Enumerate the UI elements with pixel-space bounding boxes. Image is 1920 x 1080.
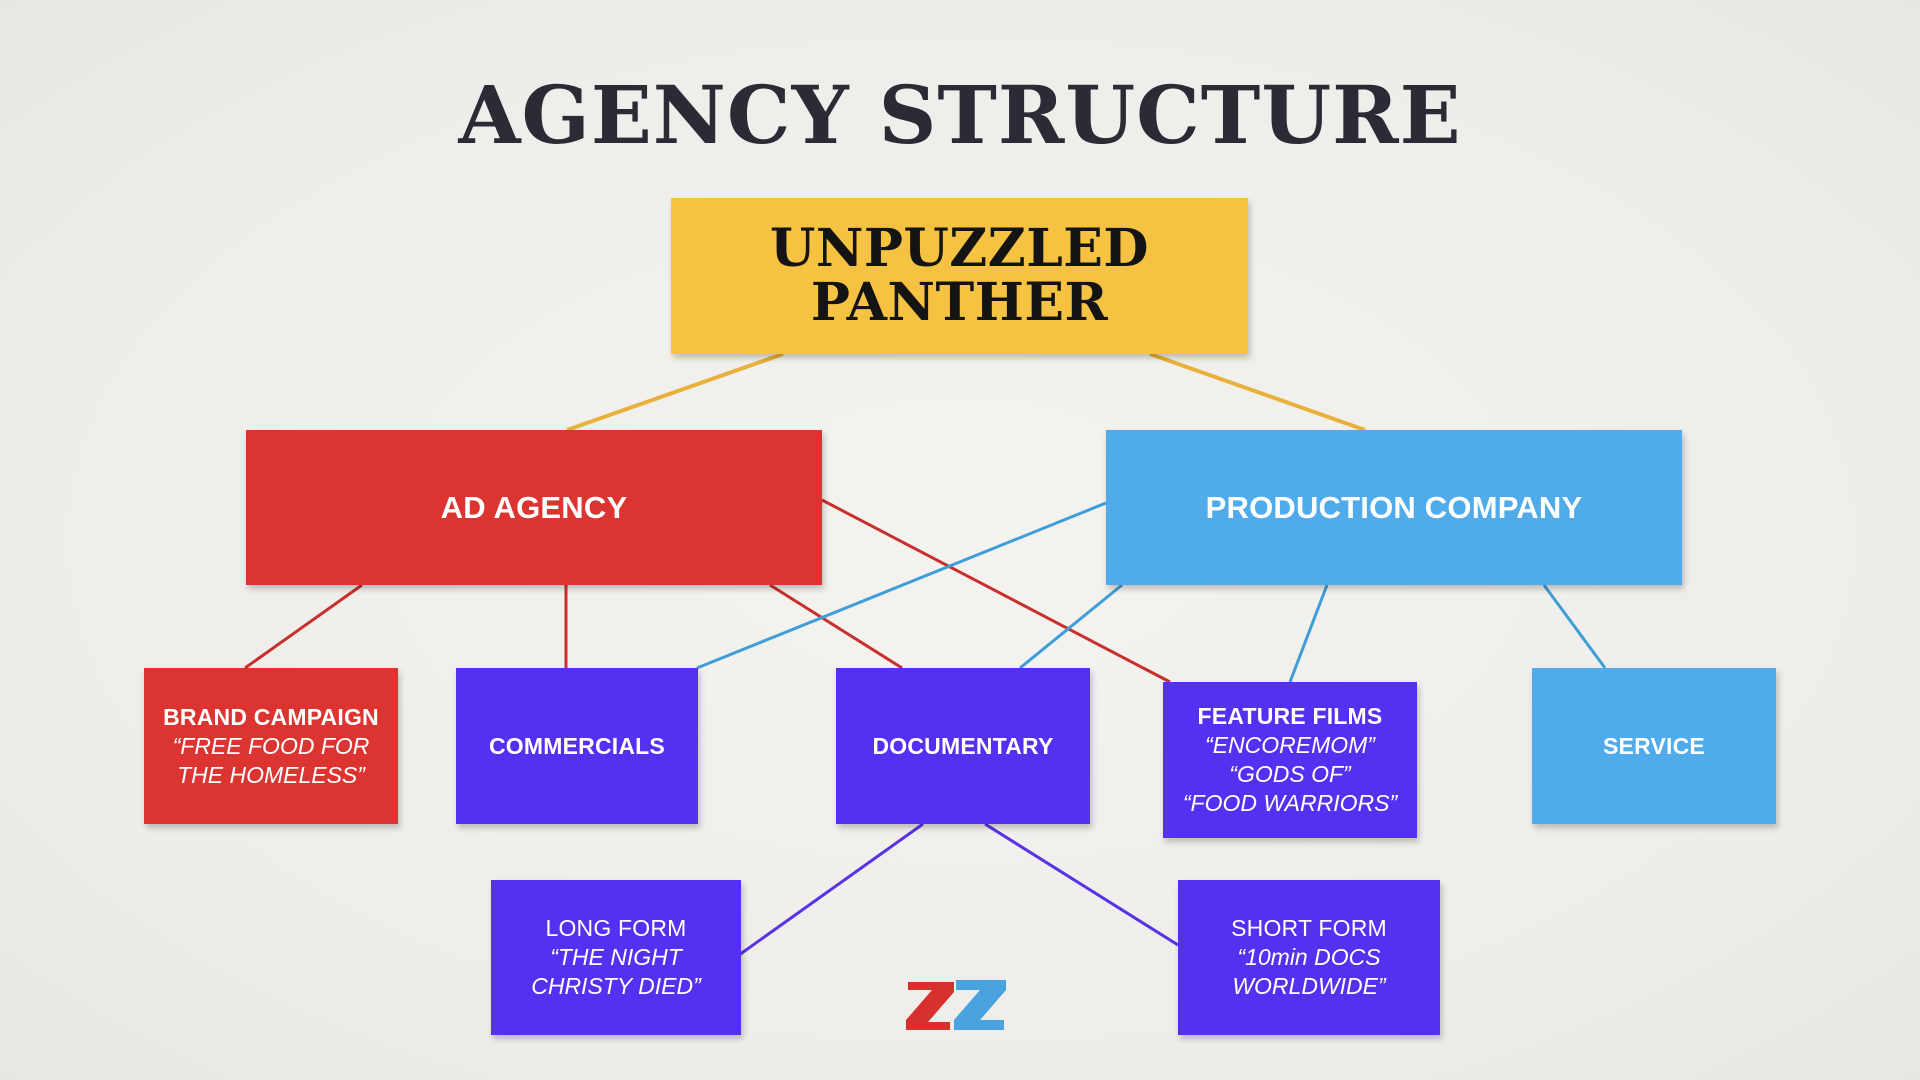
node-long-form-sub-2: CHRISTY DIED” — [531, 973, 701, 999]
node-feature-films-label: FEATURE FILMS — [1197, 703, 1383, 729]
node-feature-films: FEATURE FILMS “ENCOREMOM” “GODS OF” “FOO… — [1163, 682, 1417, 838]
node-short-form-sub-2: WORLDWIDE” — [1232, 973, 1386, 999]
edge-ad-agency-brand-campaign — [244, 583, 363, 670]
node-long-form: LONG FORM “THE NIGHT CHRISTY DIED” — [491, 880, 741, 1035]
edge-documentary-long-form — [738, 822, 924, 957]
node-long-form-label: LONG FORM — [545, 915, 687, 941]
node-commercials-label: COMMERCIALS — [489, 732, 665, 759]
node-feature-films-sub-2: “GODS OF” — [1229, 761, 1351, 787]
node-ad-agency-label: AD AGENCY — [440, 489, 628, 525]
node-unpuzzled-panther-line-2: PANTHER — [810, 272, 1109, 333]
edge-production-company-documentary — [1019, 583, 1123, 670]
node-brand-campaign-sub-1: “FREE FOOD FOR — [172, 732, 370, 759]
node-commercials: COMMERCIALS — [456, 668, 698, 824]
edge-production-company-service — [1542, 584, 1607, 669]
node-long-form-sub-1: “THE NIGHT — [550, 944, 682, 970]
node-service-label: SERVICE — [1603, 732, 1705, 759]
node-documentary-label: DOCUMENTARY — [872, 732, 1054, 759]
node-production-company: PRODUCTION COMPANY — [1106, 430, 1682, 585]
node-short-form-sub-1: “10min DOCS — [1237, 944, 1381, 970]
node-feature-films-sub-1: “ENCOREMOM” — [1205, 732, 1375, 758]
node-service: SERVICE — [1532, 668, 1776, 824]
edge-root-ad-agency — [566, 352, 784, 432]
node-feature-films-sub-3: “FOOD WARRIORS” — [1182, 790, 1398, 816]
page-title: AGENCY STRUCTURE — [458, 68, 1462, 162]
edge-ad-agency-feature-films — [821, 498, 1171, 684]
zz-logo-icon — [906, 980, 1006, 1030]
node-short-form: SHORT FORM “10min DOCS WORLDWIDE” — [1178, 880, 1440, 1035]
node-ad-agency: AD AGENCY — [246, 430, 822, 585]
node-brand-campaign-sub-2: THE HOMELESS” — [177, 761, 365, 788]
edge-production-company-commercials — [696, 501, 1107, 670]
edge-root-production-company — [1149, 352, 1366, 432]
node-unpuzzled-panther-line-1: UNPUZZLED — [769, 218, 1150, 279]
node-brand-campaign: BRAND CAMPAIGN “FREE FOOD FOR THE HOMELE… — [144, 668, 398, 824]
edge-production-company-feature-films — [1288, 584, 1329, 683]
node-brand-campaign-label: BRAND CAMPAIGN — [163, 703, 379, 730]
node-unpuzzled-panther: UNPUZZLED PANTHER — [671, 198, 1248, 354]
edge-documentary-short-form — [984, 822, 1179, 947]
edge-ad-agency-documentary — [769, 583, 903, 670]
node-production-company-label: PRODUCTION COMPANY — [1205, 489, 1583, 525]
node-short-form-label: SHORT FORM — [1231, 915, 1387, 941]
node-documentary: DOCUMENTARY — [836, 668, 1090, 824]
